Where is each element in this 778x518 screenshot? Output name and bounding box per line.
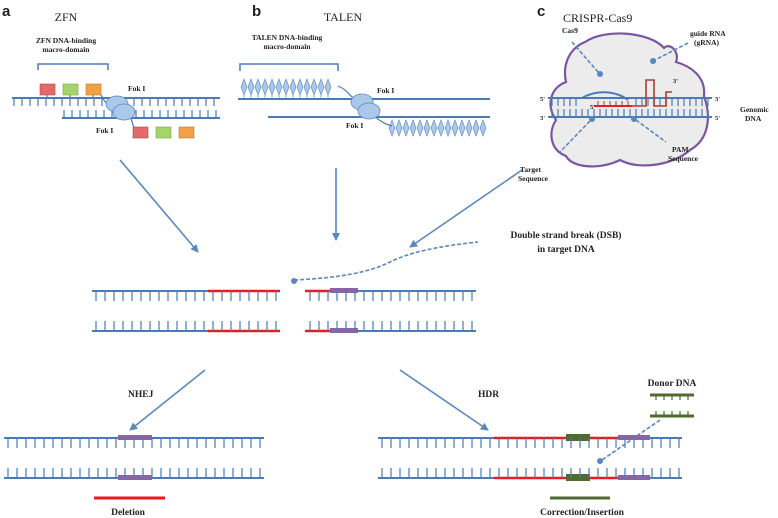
genomic-dna-label-line2: DNA bbox=[745, 114, 762, 123]
arrow-to-nhej bbox=[129, 369, 206, 431]
dsb-pointer bbox=[293, 241, 479, 281]
dna-left-three-prime: 3' bbox=[540, 115, 545, 122]
tale-repeat bbox=[268, 78, 276, 96]
arrow-crispr-to-dsb bbox=[409, 169, 523, 248]
tale-repeat bbox=[289, 78, 297, 96]
tale-repeat bbox=[479, 119, 487, 137]
target-pointer bbox=[559, 120, 591, 153]
grna-label-line1: guide RNA bbox=[690, 29, 726, 38]
panel-a-letter: a bbox=[2, 3, 11, 20]
correction-insertion-label: Correction/Insertion bbox=[540, 508, 624, 518]
cas9-pointer bbox=[571, 41, 599, 73]
dna-right-three-prime: 3' bbox=[715, 96, 720, 103]
zinc-finger-green-top bbox=[62, 83, 79, 96]
donor-dna-label: Donor DNA bbox=[648, 379, 697, 389]
tale-repeat bbox=[423, 119, 431, 137]
zfn-domain-label-line1: ZFN DNA-binding bbox=[36, 36, 96, 45]
zfn-foki-top-label: Fok I bbox=[128, 84, 145, 93]
tale-repeat bbox=[409, 119, 417, 137]
tale-repeat bbox=[282, 78, 290, 96]
tale-repeat bbox=[296, 78, 304, 96]
panel-c-letter: c bbox=[537, 3, 545, 20]
tale-repeat bbox=[444, 119, 452, 137]
foki-bottom-shape bbox=[112, 103, 136, 121]
arrow-zfn-to-dsb bbox=[119, 159, 199, 253]
zfn-foki-bottom-label: Fok I bbox=[96, 126, 113, 135]
target-label-line1: Target bbox=[520, 165, 541, 174]
tale-repeat bbox=[451, 119, 459, 137]
tale-repeat bbox=[240, 78, 248, 96]
talen-foki-bottom-label: Fok I bbox=[346, 121, 363, 130]
dsb-label-line1: Double strand break (DSB) bbox=[511, 230, 622, 241]
grna-pointer bbox=[654, 42, 689, 61]
tale-repeat bbox=[437, 119, 445, 137]
panel-b-letter: b bbox=[252, 3, 261, 20]
tale-repeat bbox=[388, 119, 396, 137]
dsb-label-line2: in target DNA bbox=[537, 245, 595, 255]
panel-c-crispr: c CRISPR-Cas9 Cas9 guide RNA (gRNA) 5' 3… bbox=[518, 3, 769, 183]
hdr-result: Donor DNA Correction/Insertion bbox=[378, 379, 696, 518]
talen-domain-label-line1: TALEN DNA-binding bbox=[252, 33, 323, 42]
talen-bracket bbox=[239, 63, 339, 71]
dna-left-five-prime: 5' bbox=[540, 96, 545, 103]
cas9-protein bbox=[549, 32, 710, 168]
cas9-label: Cas9 bbox=[562, 26, 578, 35]
zinc-finger-orange-bottom bbox=[178, 126, 195, 139]
tale-repeat bbox=[416, 119, 424, 137]
dsb-section: Double strand break (DSB) in target DNA bbox=[92, 230, 621, 333]
arrow-to-hdr bbox=[399, 369, 489, 431]
panel-c-title: CRISPR-Cas9 bbox=[563, 11, 632, 25]
nhej-result: Deletion bbox=[4, 435, 264, 518]
hdr-label: HDR bbox=[478, 390, 499, 400]
deletion-label: Deletion bbox=[111, 508, 145, 518]
tale-repeat bbox=[310, 78, 318, 96]
tale-repeat bbox=[261, 78, 269, 96]
tale-repeat bbox=[317, 78, 325, 96]
guide-rna-scaffold bbox=[632, 79, 672, 107]
grna-label-line2: (gRNA) bbox=[694, 38, 719, 47]
tale-repeat bbox=[303, 78, 311, 96]
pam-label-line2: Sequence bbox=[668, 154, 699, 163]
rna-three-prime: 3' bbox=[673, 78, 678, 85]
tale-repeat bbox=[458, 119, 466, 137]
zfn-bracket bbox=[37, 63, 109, 70]
panel-a-title: ZFN bbox=[55, 10, 78, 24]
tale-repeat bbox=[402, 119, 410, 137]
panel-b-talen: b TALEN TALEN DNA-binding macro-domain F… bbox=[238, 3, 490, 137]
talen-domain-label-line2: macro-domain bbox=[264, 42, 312, 51]
zinc-finger-red-bottom bbox=[132, 126, 149, 139]
tale-repeat bbox=[247, 78, 255, 96]
tale-repeat bbox=[472, 119, 480, 137]
tale-repeat bbox=[430, 119, 438, 137]
pam-pointer bbox=[635, 119, 667, 143]
dna-right-five-prime: 5' bbox=[715, 115, 720, 122]
pam-label-line1: PAM bbox=[672, 145, 689, 154]
talen-foki-top-label: Fok I bbox=[377, 86, 394, 95]
zinc-finger-green-bottom bbox=[155, 126, 172, 139]
tale-repeat bbox=[275, 78, 283, 96]
tale-repeat bbox=[465, 119, 473, 137]
zfn-domain-label-line2: macro-domain bbox=[43, 45, 91, 54]
tale-repeat bbox=[395, 119, 403, 137]
target-label-line2: Sequence bbox=[518, 174, 549, 183]
panel-b-title: TALEN bbox=[324, 10, 363, 24]
tale-repeat bbox=[254, 78, 262, 96]
zinc-finger-red-top bbox=[39, 83, 56, 96]
genomic-dna-label-line1: Genomic bbox=[740, 105, 769, 114]
zinc-finger-orange-top bbox=[85, 83, 102, 96]
talen-foki-bottom-shape bbox=[357, 102, 381, 120]
tale-repeat bbox=[324, 78, 332, 96]
nhej-label: NHEJ bbox=[128, 390, 154, 400]
panel-a-zfn: a ZFN ZFN DNA-binding macro-domain Fok I… bbox=[2, 3, 220, 139]
rna-five-prime: 5' bbox=[590, 104, 595, 111]
